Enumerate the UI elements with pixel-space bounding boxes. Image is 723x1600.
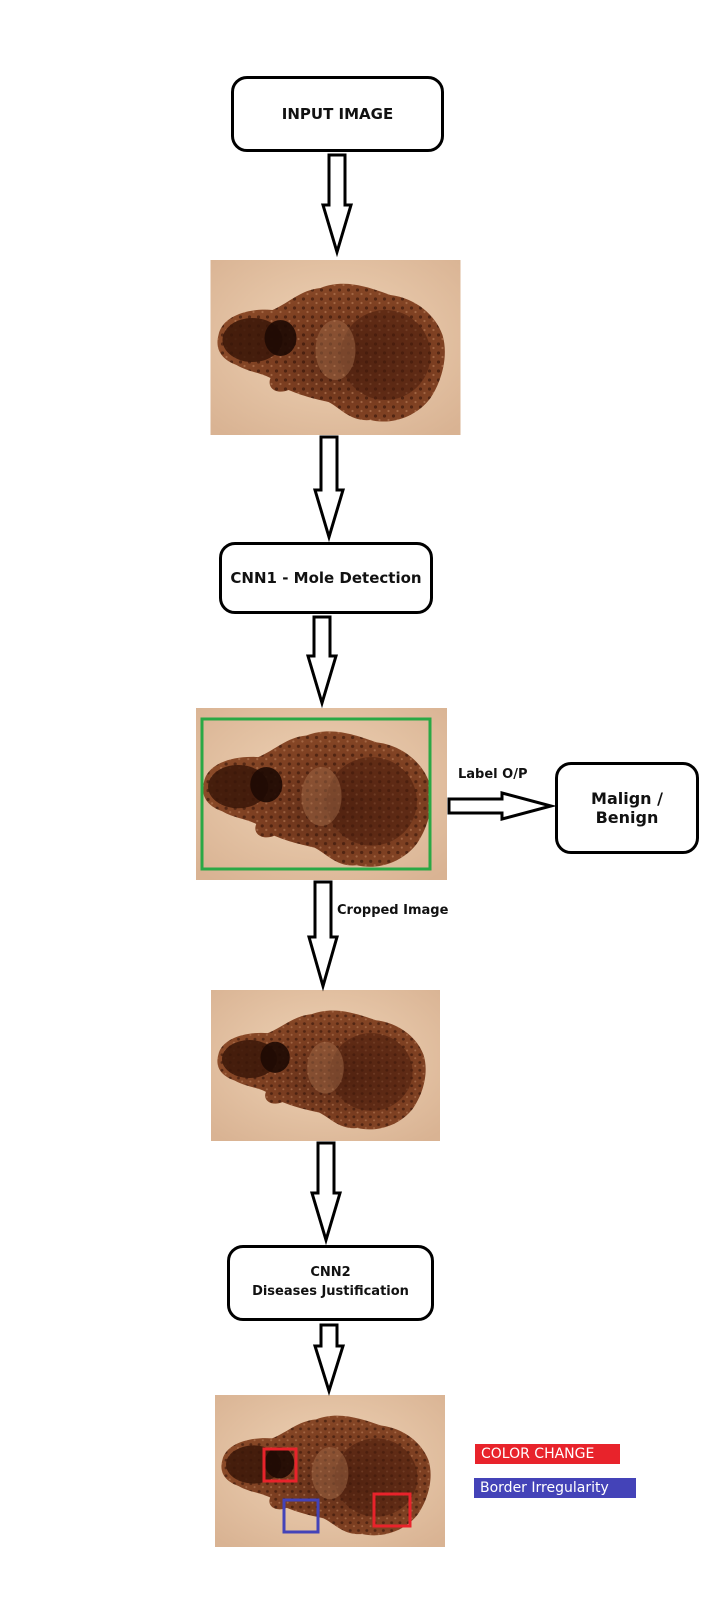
label-output-text: Label O/P xyxy=(458,767,528,782)
arrow-image-to-cnn1 xyxy=(312,435,346,543)
cropped-image-text: Cropped Image xyxy=(337,903,449,918)
arrow-detection-to-cropped xyxy=(307,880,339,992)
cnn1-label: CNN1 - Mole Detection xyxy=(230,569,422,587)
legend-border-irregularity: Border Irregularity xyxy=(474,1478,636,1498)
arrow-cnn2-to-annotated xyxy=(312,1323,346,1397)
output-label: Malign / Benign xyxy=(591,789,663,827)
cnn2-title: CNN2 xyxy=(310,1265,351,1281)
border-irregularity-box xyxy=(282,1498,320,1534)
arrow-cnn1-to-detection xyxy=(305,615,339,709)
color-change-box-2 xyxy=(372,1492,412,1528)
arrow-detection-to-output xyxy=(447,791,557,821)
detection-bounding-box xyxy=(200,717,432,871)
arrow-input-to-image xyxy=(320,153,354,258)
legend-color-change: COLOR CHANGE xyxy=(475,1444,620,1464)
input-image-node: INPUT IMAGE xyxy=(231,76,444,152)
cnn2-node: CNN2 Diseases Justification xyxy=(227,1245,434,1321)
arrow-cropped-to-cnn2 xyxy=(309,1141,343,1246)
input-image-label: INPUT IMAGE xyxy=(281,105,394,123)
cnn1-node: CNN1 - Mole Detection xyxy=(219,542,433,614)
output-node: Malign / Benign xyxy=(555,762,699,854)
color-change-box-1 xyxy=(262,1447,298,1483)
cnn2-subtitle: Diseases Justification xyxy=(252,1284,409,1299)
